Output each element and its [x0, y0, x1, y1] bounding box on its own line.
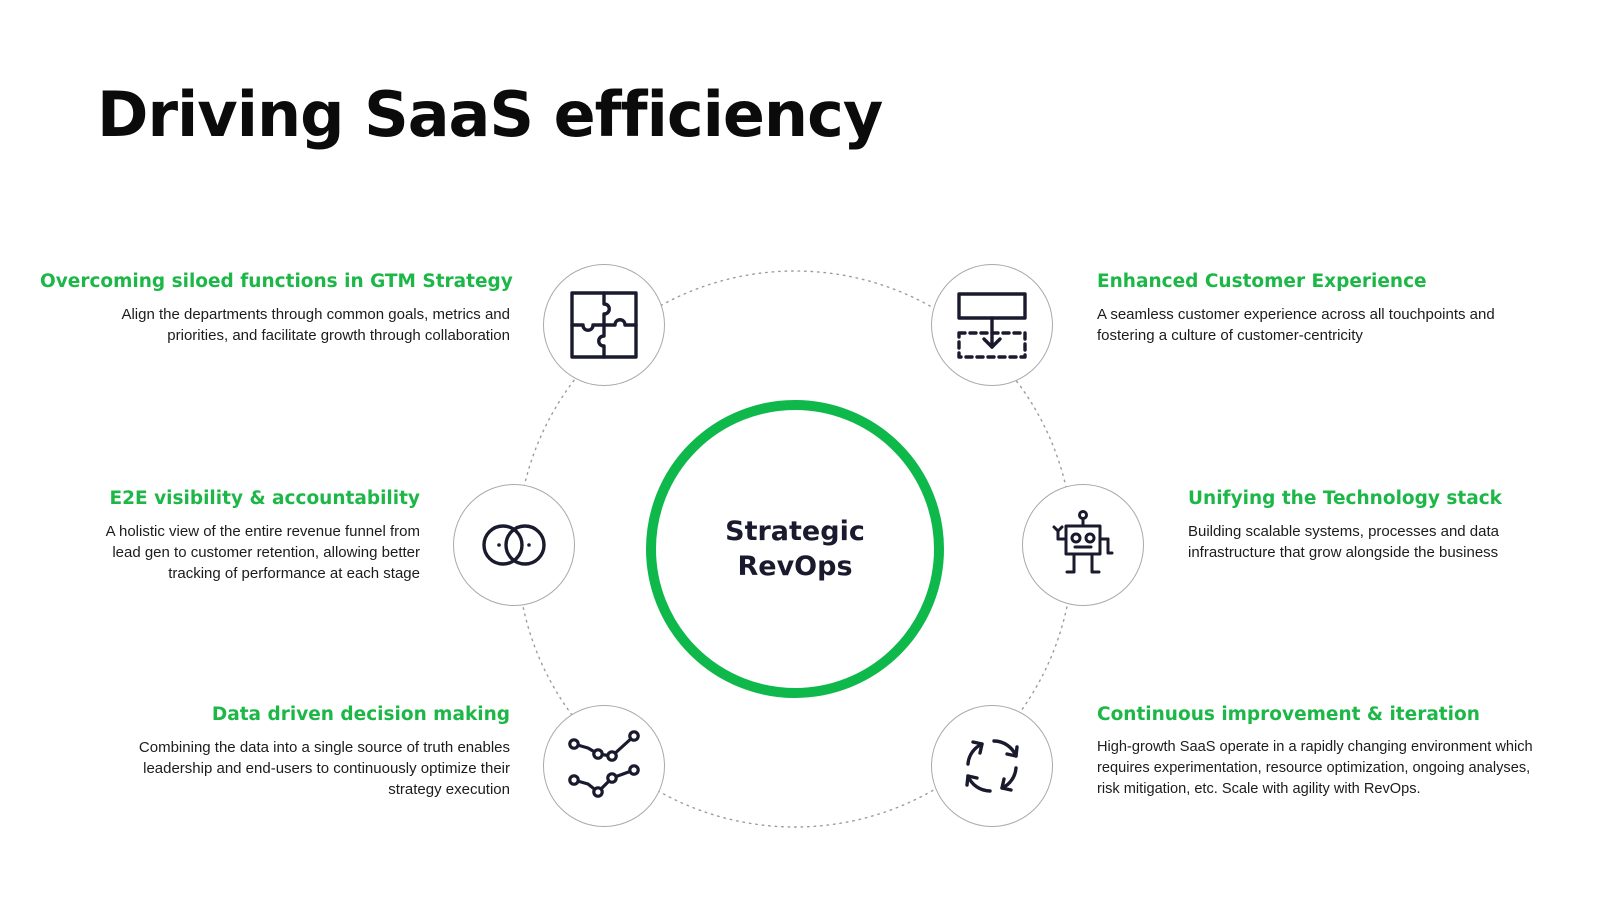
- item-data-driven: Data driven decision making Combining th…: [40, 704, 510, 800]
- item-customer-experience: Enhanced Customer Experience A seamless …: [1097, 271, 1577, 346]
- item-heading: E2E visibility & accountability: [109, 488, 421, 509]
- item-technology-stack: Unifying the Technology stack Building s…: [1188, 488, 1588, 563]
- item-description-line: Building scalable systems, processes and…: [1188, 523, 1500, 540]
- overlapping-circles-icon: [482, 524, 546, 566]
- item-description-line: High-growth SaaS operate in a rapidly ch…: [1097, 739, 1533, 755]
- item-description-line: infrastructure that grow alongside the b…: [1188, 544, 1499, 561]
- node-data-driven: [543, 705, 665, 827]
- item-description: Building scalable systems, processes and…: [1188, 521, 1588, 563]
- item-description-line: A seamless customer experience across al…: [1097, 306, 1495, 323]
- item-description: Align the departments through common goa…: [40, 304, 510, 346]
- node-siloed-functions: [543, 264, 665, 386]
- item-description-line: requires experimentation, resource optim…: [1097, 760, 1531, 776]
- item-description-line: leadership and end-users to continuously…: [143, 760, 510, 777]
- center-line-2: RevOps: [737, 551, 853, 582]
- item-heading: Enhanced Customer Experience: [1097, 271, 1427, 292]
- item-description: A seamless customer experience across al…: [1097, 304, 1577, 346]
- item-description-line: priorities, and facilitate growth throug…: [167, 327, 510, 344]
- item-heading: Overcoming siloed functions in GTM Strat…: [40, 271, 513, 292]
- robot-icon: [1052, 510, 1114, 574]
- item-description-line: Align the departments through common goa…: [121, 306, 510, 323]
- move-down-icon: [957, 292, 1027, 359]
- center-strategic-revops: Strategic RevOps: [646, 400, 944, 698]
- puzzle-icon: [570, 291, 638, 359]
- item-description-line: Combining the data into a single source …: [138, 739, 510, 756]
- item-description-line: tracking of performance at each stage: [168, 565, 420, 582]
- line-graph-icon: [568, 730, 640, 798]
- item-description: High-growth SaaS operate in a rapidly ch…: [1097, 737, 1592, 800]
- item-heading: Continuous improvement & iteration: [1097, 704, 1480, 725]
- page-title: Driving SaaS efficiency: [97, 78, 883, 151]
- node-continuous-improvement: [931, 705, 1053, 827]
- node-customer-experience: [931, 264, 1053, 386]
- item-description-line: A holistic view of the entire revenue fu…: [105, 523, 420, 540]
- item-description-line: lead gen to customer retention, allowing…: [112, 544, 420, 561]
- item-description: A holistic view of the entire revenue fu…: [40, 521, 420, 584]
- item-heading: Data driven decision making: [211, 704, 510, 725]
- item-continuous-improvement: Continuous improvement & iteration High-…: [1097, 704, 1592, 800]
- node-e2e-visibility: [453, 484, 575, 606]
- item-heading: Unifying the Technology stack: [1188, 488, 1502, 509]
- item-e2e-visibility: E2E visibility & accountability A holist…: [40, 488, 420, 584]
- item-description-line: fostering a culture of customer-centrici…: [1097, 327, 1363, 344]
- center-line-1: Strategic: [725, 516, 865, 547]
- item-description-line: risk mitigation, etc. Scale with agility…: [1097, 781, 1421, 797]
- item-description: Combining the data into a single source …: [40, 737, 510, 800]
- item-description-line: strategy execution: [388, 781, 510, 798]
- node-technology-stack: [1022, 484, 1144, 606]
- item-siloed-functions: Overcoming siloed functions in GTM Strat…: [40, 271, 513, 346]
- refresh-cycle-icon: [965, 739, 1019, 793]
